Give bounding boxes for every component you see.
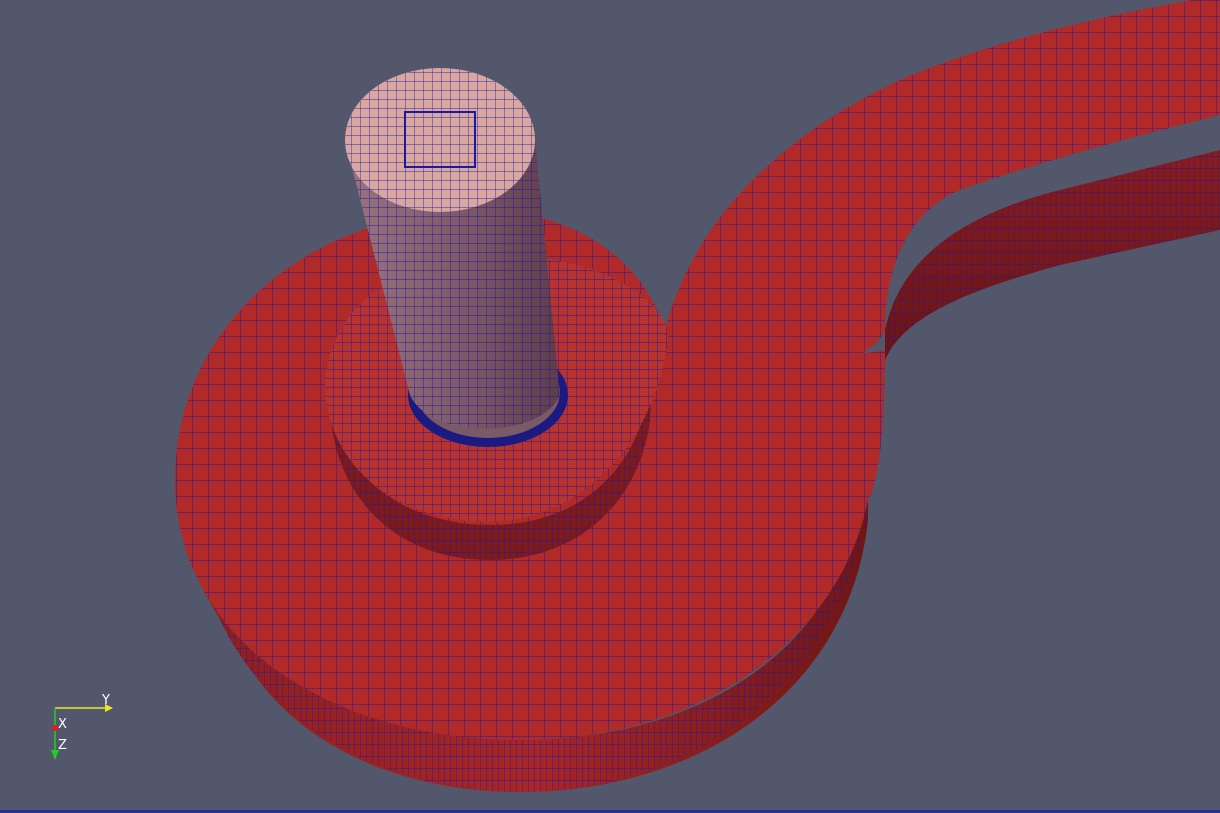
status-strip xyxy=(0,810,1220,813)
y-axis-label: Y xyxy=(101,693,110,708)
orientation-axes: Y X Z xyxy=(51,693,113,760)
y-axis-arrow xyxy=(105,704,113,712)
z-axis-arrow xyxy=(51,750,59,760)
x-axis-label: X xyxy=(58,717,67,732)
arm-body xyxy=(665,0,1220,380)
middle-ring-side xyxy=(330,380,652,560)
z-axis-label: Z xyxy=(58,738,67,753)
cylinder-shaft xyxy=(345,68,560,429)
x-axis-marker xyxy=(52,725,58,731)
large-disc-side xyxy=(175,470,868,792)
